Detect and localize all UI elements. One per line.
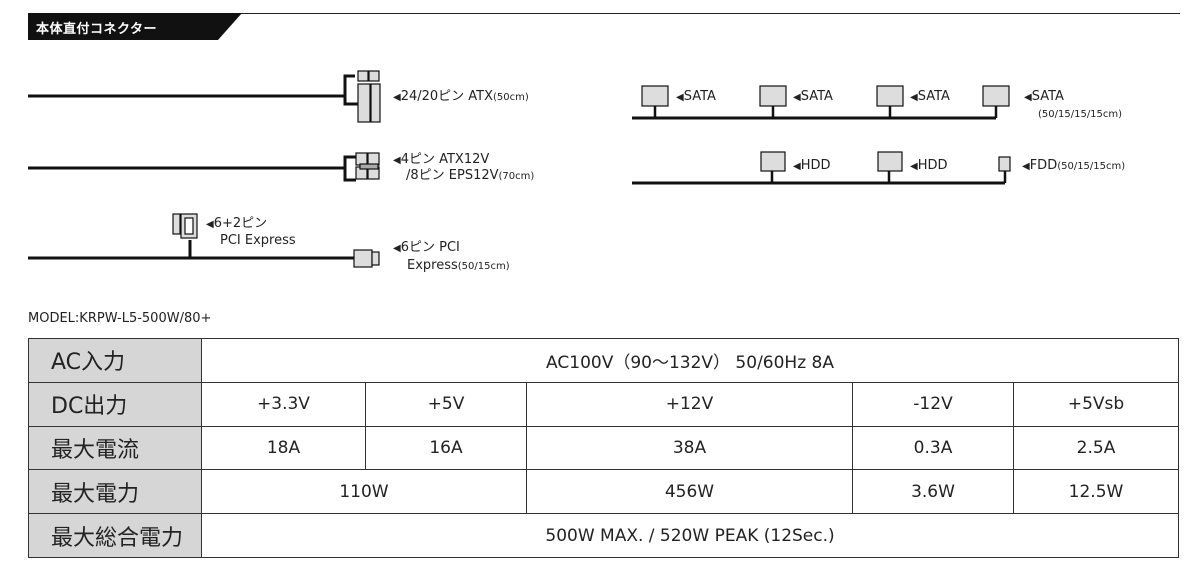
atx-label: ◀24/20ピン ATX(50cm) [393, 89, 529, 104]
table-cell: +5Vsb [1012, 381, 1180, 427]
pcie-6plus2-connector [172, 213, 181, 235]
atx-connector-small [357, 70, 369, 82]
hdd-connector-2 [877, 151, 903, 183]
row-header: AC入力 [28, 338, 202, 383]
table-cell: 0.3A [852, 425, 1014, 471]
sata-label-3: ◀SATA [910, 89, 950, 104]
table-cell: +12V [526, 381, 853, 427]
table-cell: 456W [526, 469, 853, 515]
header-rule [28, 13, 1180, 14]
sata-length: (50/15/15/15cm) [1038, 109, 1123, 120]
pcie-6-connector [371, 251, 380, 266]
table-cell: 18A [201, 425, 366, 471]
sata-label-4: ◀SATA [1024, 89, 1064, 104]
row-dc-output: DC出力 +3.3V +5V +12V -12V +5Vsb [28, 381, 1180, 427]
table-cell: 38A [526, 425, 853, 471]
row-max-power: 最大電力 110W 456W 3.6W 12.5W [28, 469, 1180, 515]
table-cell: -12V [852, 381, 1014, 427]
spec-table: AC入力 AC100V（90〜132V） 50/60Hz 8A DC出力 +3.… [28, 338, 1180, 558]
row-header: 最大電力 [28, 469, 202, 515]
sata-connector-4 [982, 85, 1010, 118]
pcie-6-label: ◀6ピン PCI [393, 240, 460, 255]
sata-connector-1 [641, 85, 669, 118]
pcie-6plus2-label: ◀6+2ピン [206, 216, 268, 231]
table-cell: 110W [201, 469, 527, 515]
fdd-label: ◀FDD(50/15/15cm) [1022, 158, 1126, 173]
connector-diagram [28, 70, 1011, 268]
section-header: 本体直付コネクター [28, 13, 242, 40]
table-cell: +3.3V [201, 381, 366, 427]
table-cell: +5V [365, 381, 527, 427]
row-max-current: 最大電流 18A 16A 38A 0.3A 2.5A [28, 425, 1180, 471]
table-cell: 12.5W [1012, 469, 1180, 515]
table-cell: AC100V（90〜132V） 50/60Hz 8A [200, 338, 1180, 383]
table-cell: 2.5A [1012, 425, 1180, 471]
sata-label-2: ◀SATA [793, 89, 833, 104]
row-header: 最大電流 [28, 425, 202, 471]
row-ac-input: AC入力 AC100V（90〜132V） 50/60Hz 8A [28, 338, 1180, 383]
row-header: DC出力 [28, 381, 202, 427]
sata-connector-3 [876, 85, 904, 118]
atx-bracket [343, 74, 358, 106]
eps12v-label: /8ピン EPS12V(70cm) [406, 168, 535, 183]
section-title: 本体直付コネクター [36, 22, 157, 37]
sata-label-1: ◀SATA [676, 89, 716, 104]
hdd-label-2: ◀HDD [910, 158, 948, 173]
table-cell: 3.6W [852, 469, 1014, 515]
atx12v-connector [355, 152, 368, 166]
row-header: 最大総合電力 [28, 513, 202, 558]
fdd-connector [998, 156, 1011, 183]
hdd-label-1: ◀HDD [793, 158, 831, 173]
model-number: MODEL:KRPW-L5-500W/80+ [28, 311, 212, 326]
table-cell: 16A [365, 425, 527, 471]
hdd-connector-1 [760, 151, 786, 183]
sata-connector-2 [759, 85, 787, 118]
table-cell: 500W MAX. / 520W PEAK (12Sec.) [200, 513, 1180, 558]
pcie-6-label-2: Express(50/15cm) [407, 258, 510, 273]
row-total-power: 最大総合電力 500W MAX. / 520W PEAK (12Sec.) [28, 513, 1180, 558]
pcie-6plus2-label-2: PCI Express [220, 233, 296, 248]
atx-connector-main [357, 83, 371, 123]
atx12v-label: ◀4ピン ATX12V [393, 152, 490, 167]
